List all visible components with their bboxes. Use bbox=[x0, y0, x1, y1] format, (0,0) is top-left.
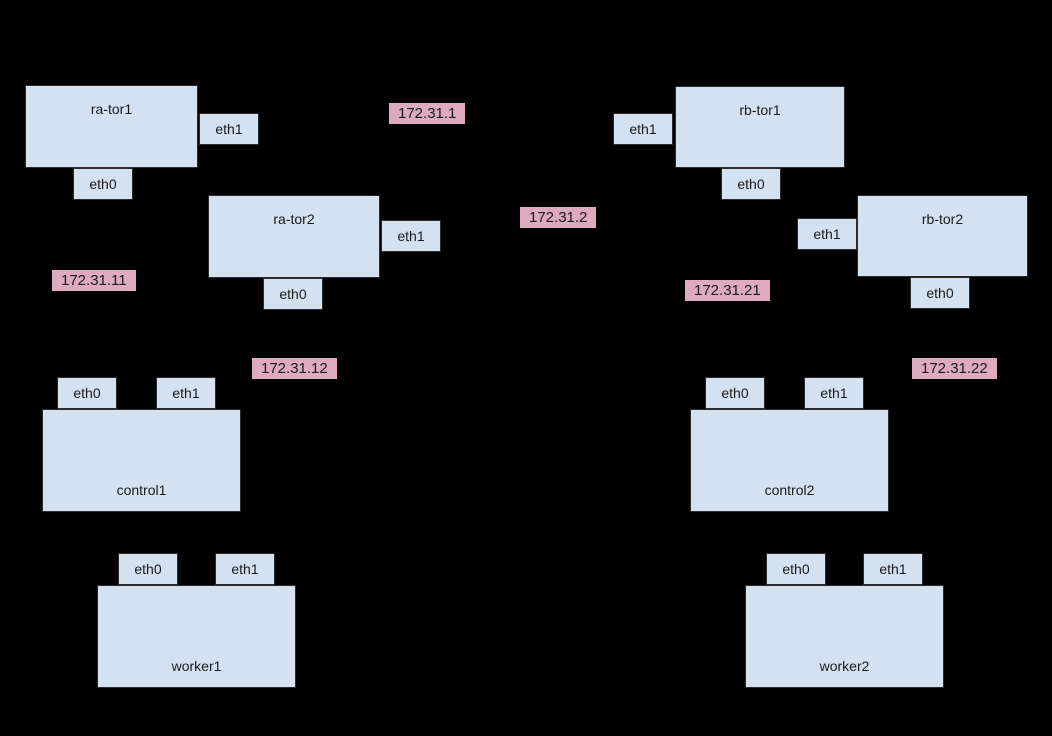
node-worker1[interactable]: worker1 bbox=[97, 585, 296, 688]
interface-label: eth0 bbox=[721, 385, 749, 401]
node-control2[interactable]: control2 bbox=[690, 409, 889, 512]
interface-rb-tor1-eth0[interactable]: eth0 bbox=[721, 168, 781, 200]
interface-label: eth0 bbox=[134, 561, 162, 577]
interface-label: eth0 bbox=[782, 561, 810, 577]
interface-label: eth1 bbox=[231, 561, 259, 577]
interface-rb-tor1-eth1[interactable]: eth1 bbox=[613, 113, 673, 145]
interface-control1-eth1[interactable]: eth1 bbox=[156, 377, 216, 409]
interface-label: eth0 bbox=[926, 285, 954, 301]
interface-label: eth1 bbox=[813, 226, 841, 242]
node-rb-tor2[interactable]: rb-tor2 bbox=[857, 195, 1028, 277]
interface-label: eth1 bbox=[215, 121, 243, 137]
interface-label: eth0 bbox=[279, 286, 307, 302]
interface-label: eth0 bbox=[89, 176, 117, 192]
interface-worker2-eth1[interactable]: eth1 bbox=[863, 553, 923, 585]
node-label: control2 bbox=[764, 482, 815, 498]
node-control1[interactable]: control1 bbox=[42, 409, 241, 512]
node-label: rb-tor2 bbox=[921, 211, 964, 227]
network-label-net-172-31-2[interactable]: 172.31.2 bbox=[520, 207, 597, 228]
interface-control2-eth0[interactable]: eth0 bbox=[705, 377, 765, 409]
interface-ra-tor1-eth0[interactable]: eth0 bbox=[73, 168, 133, 200]
interface-label: eth1 bbox=[879, 561, 907, 577]
interface-ra-tor2-eth1[interactable]: eth1 bbox=[381, 220, 441, 252]
interface-label: eth0 bbox=[73, 385, 101, 401]
network-label-net-172-31-21[interactable]: 172.31.21 bbox=[685, 280, 770, 301]
interface-rb-tor2-eth0[interactable]: eth0 bbox=[910, 277, 970, 309]
network-label-net-172-31-22[interactable]: 172.31.22 bbox=[912, 358, 997, 379]
interface-worker1-eth0[interactable]: eth0 bbox=[118, 553, 178, 585]
interface-control2-eth1[interactable]: eth1 bbox=[804, 377, 864, 409]
interface-label: eth1 bbox=[820, 385, 848, 401]
interface-label: eth1 bbox=[629, 121, 657, 137]
node-label: control1 bbox=[116, 482, 167, 498]
network-label-net-172-31-12[interactable]: 172.31.12 bbox=[252, 358, 337, 379]
interface-control1-eth0[interactable]: eth0 bbox=[57, 377, 117, 409]
interface-rb-tor2-eth1[interactable]: eth1 bbox=[797, 218, 857, 250]
network-label-net-172-31-11[interactable]: 172.31.11 bbox=[52, 270, 136, 291]
node-label: worker2 bbox=[819, 658, 870, 674]
node-label: worker1 bbox=[171, 658, 222, 674]
interface-ra-tor1-eth1[interactable]: eth1 bbox=[199, 113, 259, 145]
interface-label: eth1 bbox=[172, 385, 200, 401]
interface-worker1-eth1[interactable]: eth1 bbox=[215, 553, 275, 585]
node-ra-tor1[interactable]: ra-tor1 bbox=[25, 85, 198, 168]
interface-label: eth1 bbox=[397, 228, 425, 244]
node-label: rb-tor1 bbox=[739, 102, 781, 118]
network-label-net-172-31-1[interactable]: 172.31.1 bbox=[389, 103, 466, 124]
node-worker2[interactable]: worker2 bbox=[745, 585, 944, 688]
interface-label: eth0 bbox=[737, 176, 765, 192]
node-label: ra-tor1 bbox=[90, 101, 133, 117]
node-ra-tor2[interactable]: ra-tor2 bbox=[208, 195, 380, 278]
interface-worker2-eth0[interactable]: eth0 bbox=[766, 553, 826, 585]
node-rb-tor1[interactable]: rb-tor1 bbox=[675, 86, 845, 168]
node-label: ra-tor2 bbox=[273, 211, 315, 227]
interface-ra-tor2-eth0[interactable]: eth0 bbox=[263, 278, 323, 310]
